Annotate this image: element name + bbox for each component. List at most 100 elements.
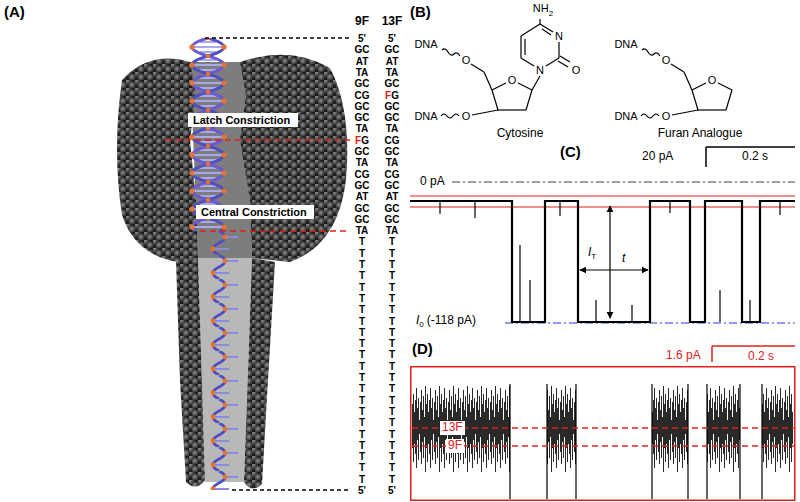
base-pair: T [359, 327, 365, 338]
base-pair-part: T [359, 282, 365, 293]
dna-helix-part [205, 231, 241, 490]
cytosine-structure-part [441, 114, 459, 118]
zoom-trace-part-part [509, 384, 510, 499]
base-pair-part: GC [355, 203, 370, 214]
base-pair: T [389, 327, 395, 338]
cytosine-structure-part [532, 76, 540, 90]
zoom-trace-part [411, 367, 795, 501]
column-header-part: 9F [355, 14, 369, 28]
base-pair-part: TA [386, 225, 399, 236]
base-pair: GC [355, 112, 370, 123]
current-trace-part-part [631, 305, 632, 322]
scale-label: 20 pA [642, 150, 673, 164]
zoom-trace-part-part [651, 384, 652, 499]
zoom-trace-part-part [575, 384, 576, 499]
constriction-label: Central Constriction [201, 206, 307, 218]
base-pair: T [359, 429, 365, 440]
atom-label-part: N [555, 30, 563, 42]
base-pair-part: GC [355, 101, 370, 112]
base-pair: TA [356, 67, 369, 78]
base-pair-part: TA [356, 123, 369, 134]
base-pair-part: T [359, 316, 365, 327]
base-pair-part: T [359, 462, 365, 473]
base-pair-part: GC [385, 203, 400, 214]
base-pair: GC [385, 146, 400, 157]
current-trace-part [705, 147, 707, 167]
zoom-trace-part-part [687, 384, 688, 499]
furan-structure-part [718, 83, 732, 90]
base-pair: 5' [358, 33, 366, 44]
cytosine-structure-part [558, 61, 568, 67]
base-pair-part: F [385, 90, 391, 101]
strand-label: DNA [614, 38, 637, 51]
base-pair: T [359, 282, 365, 293]
base-pair-part: T [389, 462, 395, 473]
guide-lines-part [165, 139, 350, 141]
strand-label: DNA [614, 110, 637, 123]
base-pair: T [359, 383, 365, 394]
base-pair: GC [355, 44, 370, 55]
current-trace [410, 147, 795, 323]
base-pair: T [359, 417, 365, 428]
strand-label-part: DNA [414, 110, 437, 122]
atom-label: O [662, 54, 671, 67]
cytosine-structure-part [498, 109, 526, 110]
atom-label-part: N [536, 64, 544, 76]
base-pair-part: 5' [388, 485, 396, 496]
base-pair: T [359, 259, 365, 270]
base-pair-part: F [355, 135, 361, 146]
furan-structure-part [642, 49, 660, 56]
furan-structure-part [726, 90, 732, 110]
furan-structure-part [684, 72, 692, 90]
base-pair: AT [386, 191, 399, 202]
furan-structure-part [672, 110, 698, 115]
base-pair: GC [385, 180, 400, 191]
scale-label: 1.6 pA [666, 349, 701, 363]
base-pair: CG [385, 135, 400, 146]
panel-letter-part: (C) [560, 143, 581, 160]
base-pair-part: GC [385, 101, 400, 112]
zoom-trace-part [712, 345, 795, 347]
guide-lines [165, 38, 350, 490]
base-pair-part: T [389, 293, 395, 304]
panel-letter-part: (A) [4, 3, 25, 20]
panel-letter-part: (B) [410, 3, 431, 20]
furan-structure-part [671, 64, 684, 72]
atom-label-part: O [462, 110, 471, 122]
base-pair-part: GC [355, 112, 370, 123]
base-pair-part: T [359, 293, 365, 304]
base-pair-part: G [391, 90, 399, 101]
base-pair-part: T [359, 270, 365, 281]
zoom-trace [411, 346, 795, 500]
column-header: 13F [382, 15, 403, 29]
base-pair: GC [355, 203, 370, 214]
base-pair: TA [386, 67, 399, 78]
base-pair: TA [386, 123, 399, 134]
zoom-trace-part-part [706, 384, 707, 499]
atom-label-part: NH [533, 2, 549, 14]
base-pair-part: T [359, 406, 365, 417]
level-label: 9F [446, 439, 464, 453]
level-label-part: (-118 pA) [427, 313, 476, 327]
base-pair-part: GC [385, 44, 400, 55]
atom-label: NH2 [533, 2, 553, 17]
base-pair: 5' [358, 485, 366, 496]
base-pair-part: 5' [358, 33, 366, 44]
cytosine-structure-part [472, 110, 498, 115]
base-pair: T [359, 349, 365, 360]
zoom-trace-part [762, 382, 793, 478]
panel-letter: (D) [412, 340, 433, 357]
zoom-trace-part [707, 382, 740, 478]
cytosine-structure-part [518, 83, 532, 90]
base-pair: TA [356, 123, 369, 134]
base-pair-part: 5' [388, 33, 396, 44]
base-pair-part: T [389, 451, 395, 462]
base-pair: GC [385, 101, 400, 112]
base-pair-part: GC [385, 180, 400, 191]
zoom-trace-part [510, 384, 762, 499]
base-pair: T [359, 462, 365, 473]
base-pair: GC [385, 214, 400, 225]
strand-label-part: DNA [414, 38, 437, 50]
